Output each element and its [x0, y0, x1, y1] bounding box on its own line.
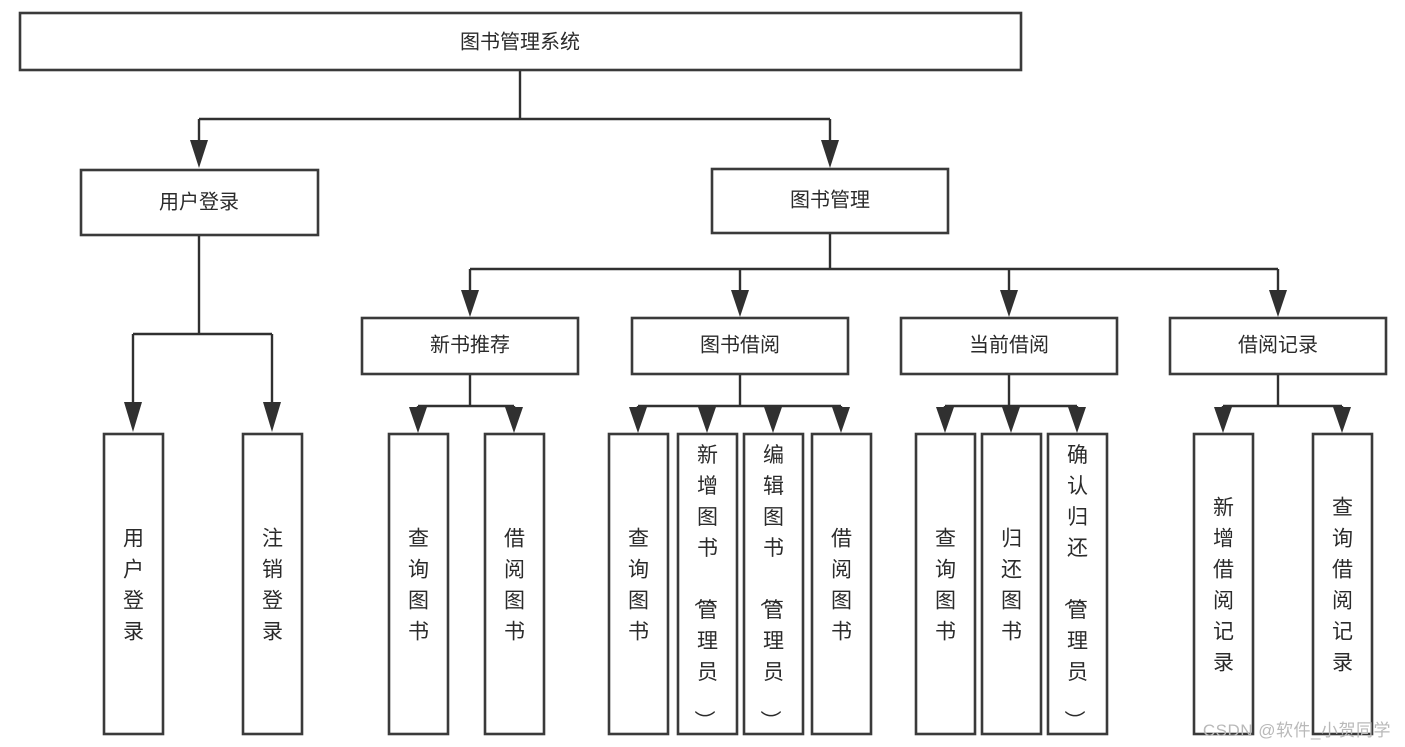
node-leaf-confirm-return-label: 确认归还（管理员） — [1062, 444, 1088, 731]
node-leaf-borrow-book-2-label: 借阅图书 — [831, 528, 852, 644]
node-book-manage-label: 图书管理 — [790, 188, 870, 211]
node-leaf-edit-book[interactable] — [742, 432, 805, 736]
arrowhead-leaf-add-record — [1214, 407, 1232, 433]
node-leaf-edit-book-label: 编辑图书（管理员） — [758, 444, 784, 731]
arrowhead-borrow-record — [1269, 290, 1287, 317]
node-leaf-borrow-book-1[interactable] — [483, 432, 546, 736]
node-leaf-edit-book-box[interactable] — [742, 432, 805, 736]
node-user-login-box[interactable] — [79, 168, 320, 237]
node-leaf-logout-login[interactable] — [241, 432, 304, 736]
arrowhead-leaf-edit-book — [764, 407, 782, 433]
node-leaf-confirm-return[interactable] — [1046, 432, 1109, 736]
arrowhead-leaf-logout-login — [263, 402, 281, 432]
node-current-borrow[interactable]: 当前借阅 — [899, 316, 1119, 376]
node-leaf-borrow-book-2[interactable] — [810, 432, 873, 736]
arrowhead-leaf-confirm-return — [1068, 407, 1086, 433]
arrowhead-leaf-query-book-2 — [629, 407, 647, 433]
watermark-text: CSDN @软件_小贺同学 — [1202, 721, 1391, 740]
arrowhead-leaf-borrow-book-2 — [832, 407, 850, 433]
node-borrow-record[interactable]: 借阅记录 — [1168, 316, 1388, 376]
node-leaf-user-login-label: 用户登录 — [123, 528, 144, 644]
node-leaf-return-book[interactable] — [980, 432, 1043, 736]
node-leaf-query-book-1-box[interactable] — [387, 432, 450, 736]
arrowhead-current-borrow — [1000, 290, 1018, 317]
node-leaf-add-record-box[interactable] — [1192, 432, 1255, 736]
arrowhead-leaf-query-record — [1333, 407, 1351, 433]
node-leaf-add-record[interactable] — [1192, 432, 1255, 736]
node-leaf-add-record-label: 新增借阅记录 — [1213, 497, 1234, 675]
node-user-login-label: 用户登录 — [159, 190, 239, 213]
node-book-borrow-box[interactable] — [630, 316, 850, 376]
node-leaf-confirm-return-box[interactable] — [1046, 432, 1109, 736]
node-new-book-recommend-label: 新书推荐 — [430, 333, 510, 356]
node-leaf-query-book-3[interactable] — [914, 432, 977, 736]
node-leaf-borrow-book-2-box[interactable] — [810, 432, 873, 736]
vertical-label-group: 用户登录 注销登录 查询图书 借阅图书 查询图书 新增图书（管理员） 编辑图书（管理员） 借阅… — [123, 444, 1353, 731]
arrowhead-leaf-user-login — [124, 402, 142, 432]
node-leaf-query-book-2-label: 查询图书 — [628, 528, 649, 644]
node-book-manage[interactable]: 图书管理 — [710, 167, 950, 235]
arrowhead-leaf-return-book — [1002, 407, 1020, 433]
arrowhead-book-manage — [821, 140, 839, 168]
node-book-borrow-label: 图书借阅 — [700, 333, 780, 356]
edge-group-book-manage — [461, 233, 1287, 317]
node-borrow-record-label: 借阅记录 — [1238, 333, 1318, 356]
arrowhead-leaf-query-book-3 — [936, 407, 954, 433]
node-new-book-recommend[interactable]: 新书推荐 — [360, 316, 580, 376]
node-leaf-query-book-3-box[interactable] — [914, 432, 977, 736]
edge-group-current-borrow — [936, 374, 1086, 433]
node-new-book-recommend-box[interactable] — [360, 316, 580, 376]
edge-group-user-login — [124, 235, 281, 432]
node-leaf-user-login-box[interactable] — [102, 432, 165, 736]
node-leaf-query-book-3-label: 查询图书 — [935, 528, 956, 644]
node-book-borrow[interactable]: 图书借阅 — [630, 316, 850, 376]
arrowhead-leaf-query-book-1 — [409, 407, 427, 433]
node-leaf-query-record-label: 查询借阅记录 — [1332, 497, 1353, 675]
node-current-borrow-label: 当前借阅 — [969, 333, 1049, 356]
node-leaf-add-book-label: 新增图书（管理员） — [692, 444, 718, 731]
node-leaf-logout-login-box[interactable] — [241, 432, 304, 736]
edge-group-root — [190, 70, 839, 168]
node-leaf-borrow-book-1-box[interactable] — [483, 432, 546, 736]
node-leaf-add-book-box[interactable] — [676, 432, 739, 736]
node-leaf-return-book-box[interactable] — [980, 432, 1043, 736]
arrowhead-leaf-borrow-book-1 — [505, 407, 523, 433]
node-leaf-add-book[interactable] — [676, 432, 739, 736]
node-leaf-query-book-2-box[interactable] — [607, 432, 670, 736]
node-current-borrow-box[interactable] — [899, 316, 1119, 376]
node-leaf-query-book-1[interactable] — [387, 432, 450, 736]
edge-group-borrow-record — [1214, 374, 1351, 433]
edge-group-book-borrow — [629, 374, 850, 433]
arrowhead-leaf-add-book — [698, 407, 716, 433]
node-leaf-user-login[interactable] — [102, 432, 165, 736]
node-leaf-return-book-label: 归还图书 — [1001, 528, 1022, 644]
node-book-manage-box[interactable] — [710, 167, 950, 235]
arrowhead-book-borrow — [731, 290, 749, 317]
node-leaf-query-book-2[interactable] — [607, 432, 670, 736]
arrowhead-user-login — [190, 140, 208, 168]
node-leaf-logout-login-label: 注销登录 — [262, 528, 283, 644]
edge-group-new-book-recommend — [409, 374, 523, 433]
node-leaf-query-record[interactable] — [1311, 432, 1374, 736]
node-user-login[interactable]: 用户登录 — [79, 168, 320, 237]
node-borrow-record-box[interactable] — [1168, 316, 1388, 376]
node-leaf-borrow-book-1-label: 借阅图书 — [504, 528, 525, 644]
arrowhead-new-book-recommend — [461, 290, 479, 317]
node-leaf-query-record-box[interactable] — [1311, 432, 1374, 736]
node-root-label: 图书管理系统 — [460, 30, 580, 53]
node-root[interactable]: 图书管理系统 — [18, 11, 1023, 72]
node-leaf-query-book-1-label: 查询图书 — [408, 528, 429, 644]
node-root-box[interactable] — [18, 11, 1023, 72]
